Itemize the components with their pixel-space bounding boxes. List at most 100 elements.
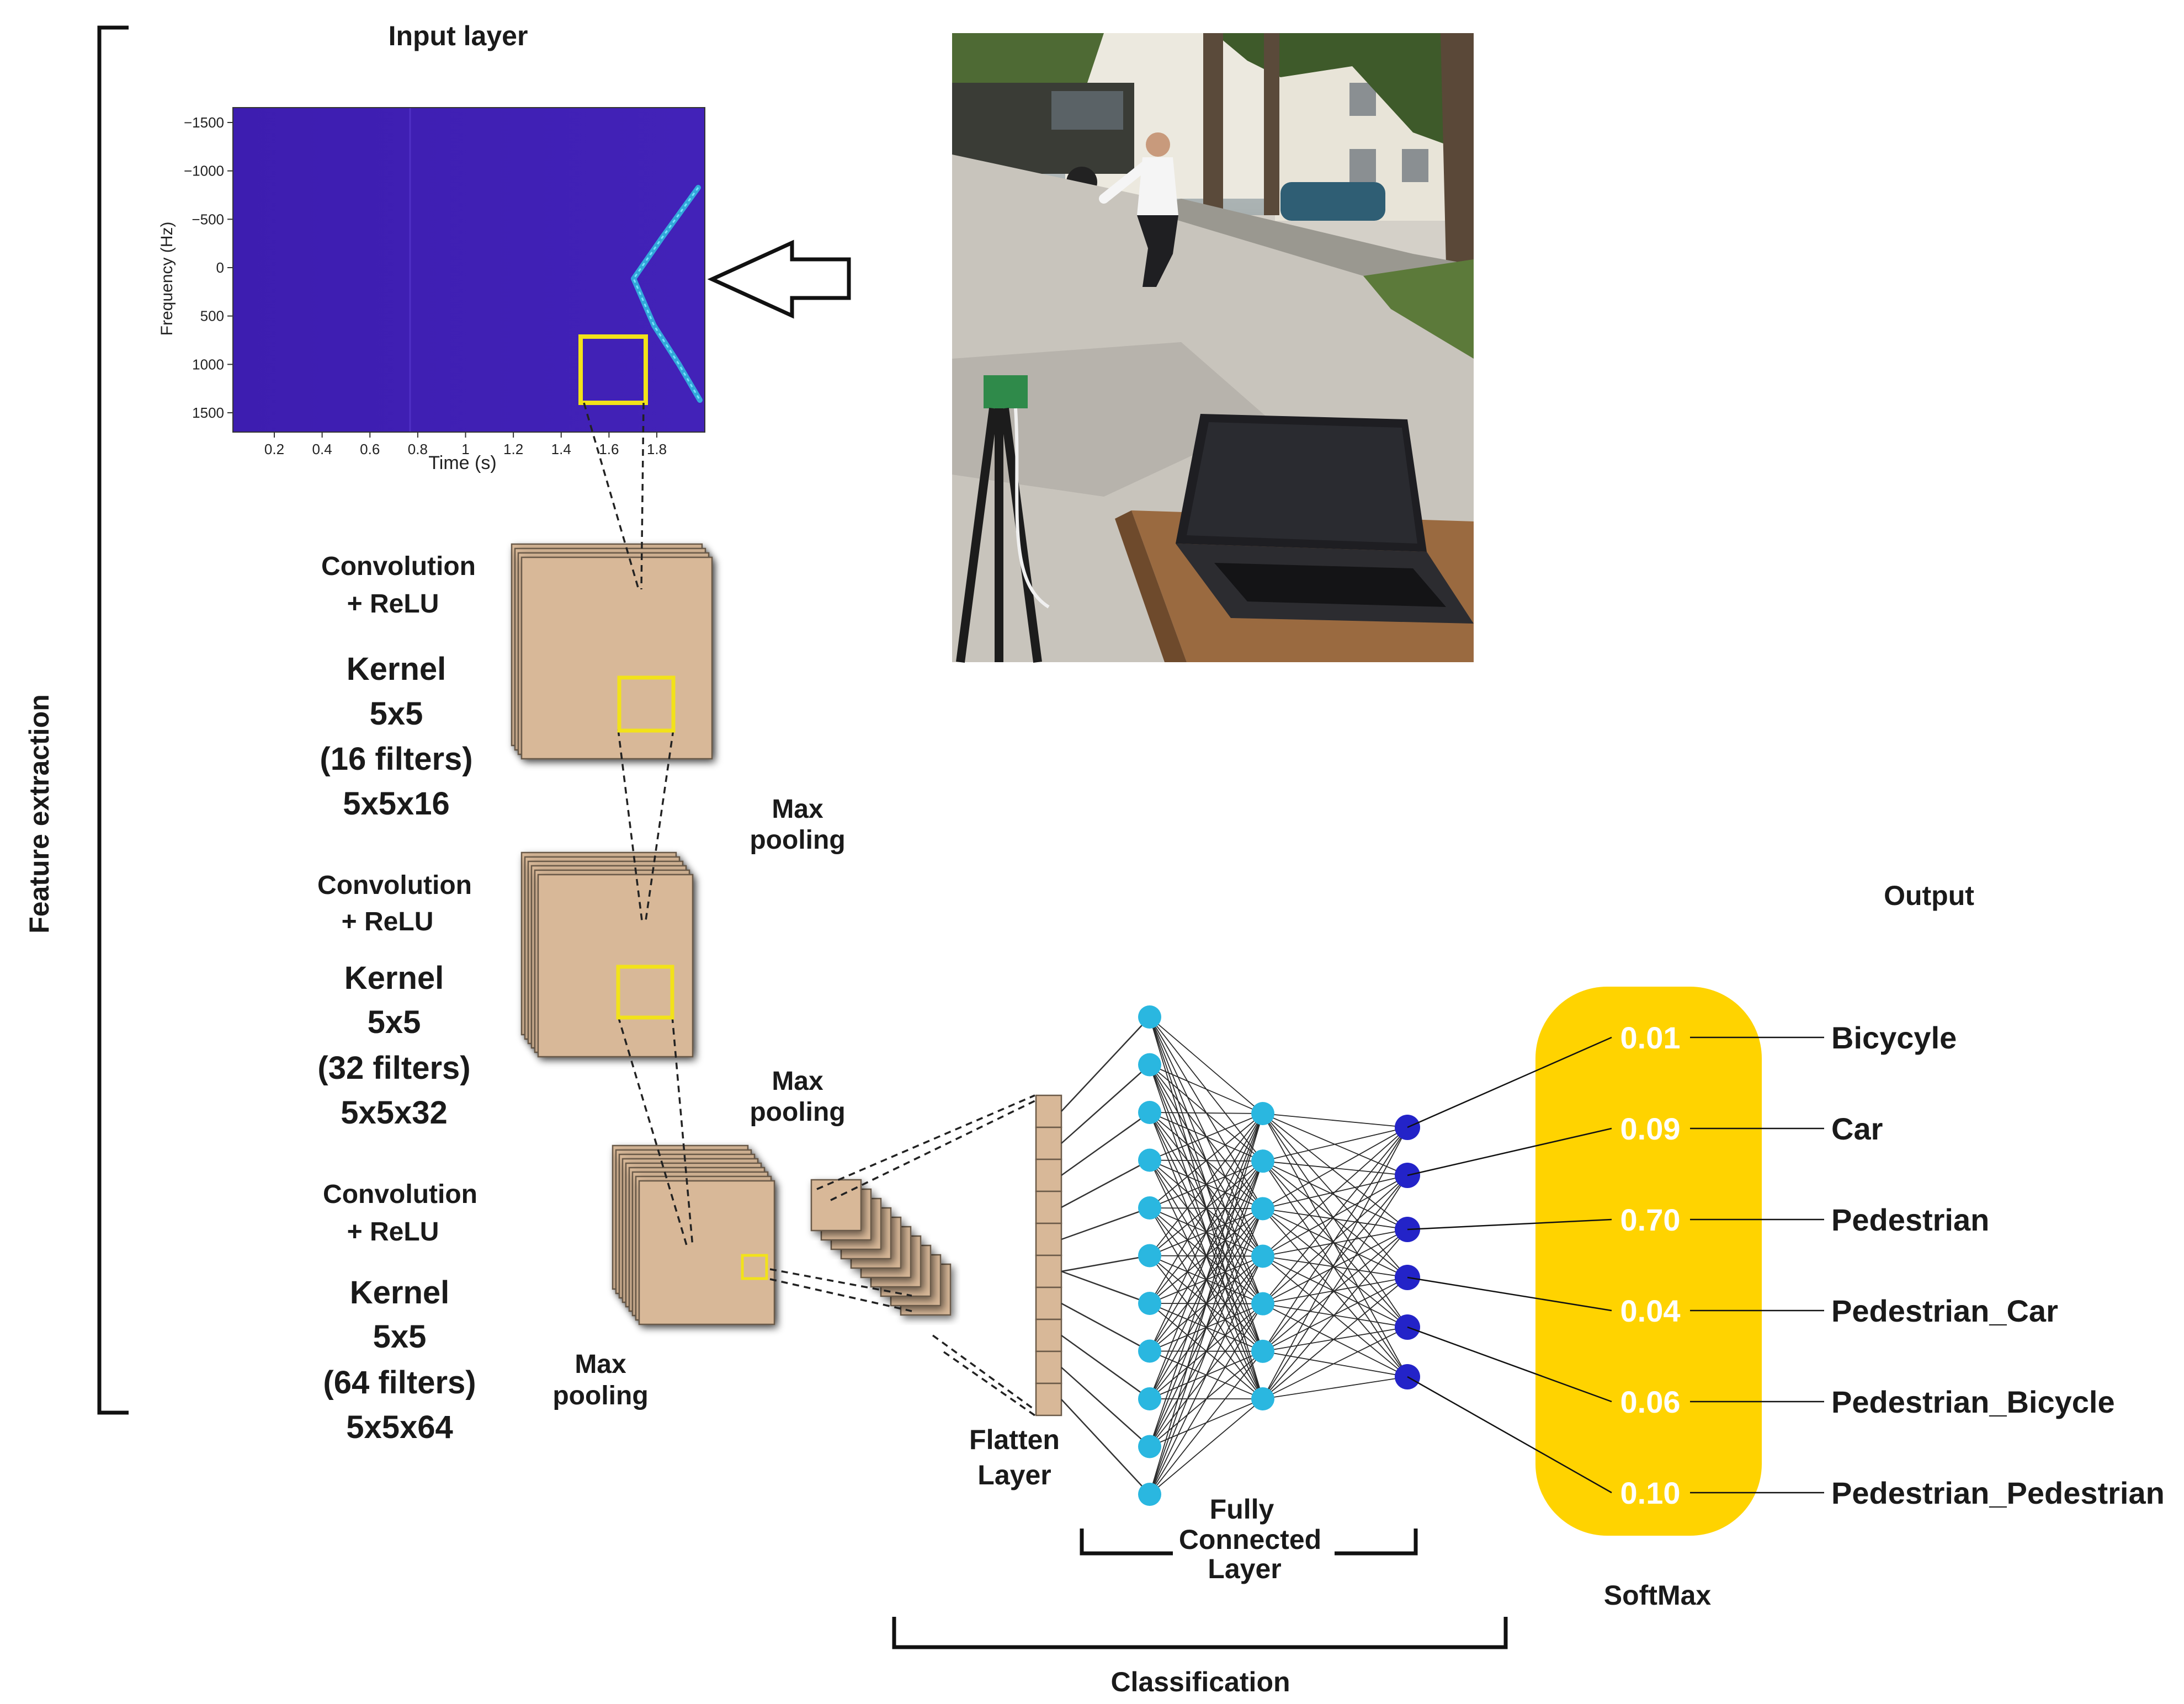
fc-edge	[1262, 1327, 1408, 1352]
spectrogram-frame	[232, 107, 705, 433]
y-tick-label: −500	[192, 211, 224, 227]
fc-connections	[1061, 1016, 1408, 1495]
x-tick-label: 1.8	[647, 441, 667, 457]
feature-extraction-bracket	[97, 25, 129, 1415]
input-neuron	[1138, 1435, 1161, 1458]
conv2-title: Convolution	[317, 871, 472, 900]
softmax-edge	[1407, 1276, 1612, 1312]
input-neuron	[1138, 1053, 1161, 1077]
y-tick-label: 500	[200, 308, 224, 324]
fc-edge	[1149, 1398, 1263, 1495]
conv2-kernel: Kernel	[344, 960, 444, 996]
fc-edge	[1149, 1113, 1263, 1447]
output-probability: 0.04	[1620, 1293, 1681, 1328]
feature-map-stack-2	[520, 851, 694, 1058]
fc-edge	[1149, 1113, 1263, 1256]
fc-edge	[1061, 1207, 1150, 1240]
fc-edge	[1149, 1113, 1263, 1399]
fc-edge	[1149, 1113, 1263, 1161]
conv2-filters: (32 filters)	[317, 1050, 470, 1086]
flatten-cell	[1035, 1158, 1062, 1192]
receptive-field-connectors	[583, 402, 1036, 1417]
fc-edge	[1149, 1113, 1263, 1495]
fc-edge	[1262, 1255, 1408, 1377]
fc-label-line1: Fully	[1210, 1494, 1274, 1525]
flatten-label-line1: Flatten	[969, 1424, 1060, 1455]
conv1-shape: 5x5x16	[343, 786, 450, 822]
fc-edge	[1262, 1113, 1408, 1328]
y-tick-label: 1500	[192, 404, 224, 421]
fc-edge	[1262, 1229, 1408, 1352]
fc-edge	[1061, 1302, 1150, 1352]
y-tick-label: −1500	[184, 114, 224, 131]
conv1-title: Convolution	[321, 552, 476, 581]
hidden-neuron	[1251, 1102, 1274, 1125]
softmax-box	[1535, 987, 1762, 1536]
flatten-cell	[1035, 1318, 1062, 1352]
conv1-size: 5x5	[370, 696, 423, 732]
output-probability: 0.06	[1620, 1384, 1681, 1419]
doppler-trace-line	[631, 185, 703, 403]
flatten-cell	[1035, 1190, 1062, 1224]
input-neuron	[1138, 1292, 1161, 1315]
output-class-label: Pedestrian_Pedestrian	[1831, 1476, 2165, 1510]
spectrogram-x-label: Time (s)	[428, 452, 496, 473]
fc-edge	[1149, 1113, 1263, 1304]
flatten-cell	[1035, 1254, 1062, 1288]
flatten-cell	[1035, 1286, 1062, 1320]
input-neuron	[1138, 1005, 1161, 1029]
fc-edge	[1262, 1229, 1408, 1399]
fc-edge	[1061, 1111, 1150, 1176]
flatten-layer	[1035, 1094, 1062, 1417]
x-tick-label: 1.6	[599, 441, 619, 457]
fc-edge	[1061, 1270, 1150, 1304]
max-pooling-3-line1: Max	[575, 1350, 626, 1379]
conv3-title: Convolution	[323, 1180, 477, 1209]
fc-edge	[1149, 1064, 1263, 1114]
fc-edge	[1149, 1208, 1263, 1495]
softmax-edge	[1407, 1326, 1612, 1403]
conv3-kernel-box	[741, 1254, 768, 1280]
x-tick-label: 0.6	[360, 441, 380, 457]
x-tick-label: 0.8	[408, 441, 428, 457]
fc-edge	[1262, 1127, 1408, 1352]
max-pooling-1-line2: pooling	[750, 826, 845, 855]
conv-block-2-labels: Convolution + ReLU Kernel 5x5 (32 filter…	[317, 871, 472, 1131]
output-probability: 0.10	[1620, 1476, 1681, 1510]
conv3-filters: (64 filters)	[323, 1365, 476, 1401]
input-neuron	[1138, 1101, 1161, 1124]
fc-edge	[1061, 1399, 1150, 1495]
input-neuron	[1138, 1339, 1161, 1363]
fc-edge	[1262, 1113, 1408, 1377]
output-probability: 0.01	[1620, 1020, 1681, 1055]
fc-edge	[1262, 1208, 1408, 1377]
conv1-kernel-box	[617, 675, 676, 733]
conv3-relu: + ReLU	[347, 1217, 439, 1247]
x-tick-label: 1.2	[503, 441, 523, 457]
fc-edge	[1061, 1159, 1150, 1208]
output-probability: 0.70	[1620, 1202, 1681, 1237]
flatten-cell	[1035, 1350, 1062, 1384]
max-pooling-2-line1: Max	[772, 1067, 823, 1096]
fc-edge	[1262, 1113, 1408, 1128]
conv3-size: 5x5	[373, 1319, 427, 1355]
fc-edge	[1262, 1208, 1408, 1230]
fc-edge	[1262, 1327, 1408, 1399]
fc-edge	[1061, 1255, 1150, 1272]
conv2-kernel-box	[616, 965, 674, 1020]
fc-edge	[1262, 1303, 1408, 1377]
input-arrow-icon	[707, 239, 851, 319]
conv2-size: 5x5	[368, 1004, 421, 1040]
fc-edge	[1149, 1160, 1263, 1495]
flatten-cell	[1035, 1094, 1062, 1128]
softmax-label: SoftMax	[1604, 1580, 1712, 1611]
fc-edge	[1149, 1112, 1263, 1114]
output-class-label: Car	[1831, 1111, 1883, 1146]
input-neuron	[1138, 1244, 1161, 1268]
doppler-trace	[631, 185, 703, 403]
x-tick-label: 1	[461, 441, 469, 457]
fc-edge	[1149, 1113, 1263, 1351]
